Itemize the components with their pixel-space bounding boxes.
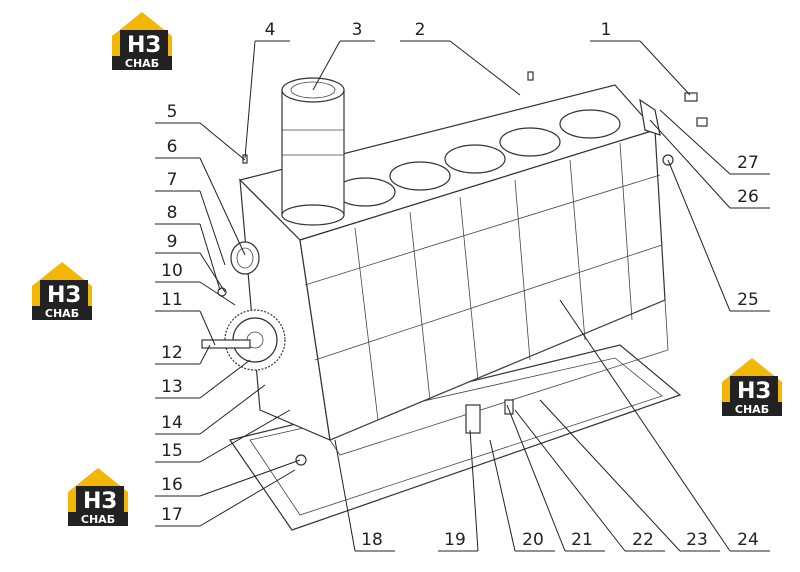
callout-leader-13	[199, 359, 251, 399]
callout-leader-23	[539, 399, 681, 552]
logo-mark: НЗ	[83, 489, 117, 514]
callout-leader-2	[449, 40, 521, 96]
logo-text: СНАБ	[45, 307, 79, 320]
callout-leader-6	[199, 157, 246, 256]
small-fittings	[217, 71, 708, 466]
callout-leader-16	[199, 459, 301, 497]
callout-leader-19	[469, 429, 479, 552]
logo-mark: НЗ	[737, 379, 771, 404]
callout-number-22: 22	[632, 530, 654, 550]
callout-leader-26	[649, 119, 731, 209]
callout-number-25: 25	[737, 290, 759, 310]
callout-leader-25	[667, 159, 731, 312]
callout-leader-20	[489, 439, 516, 552]
callout-leader-1	[639, 40, 691, 96]
callout-number-26: 26	[737, 187, 759, 207]
callout-number-10: 10	[161, 261, 183, 281]
callout-number-18: 18	[361, 530, 383, 550]
callout-leader-14	[199, 384, 266, 435]
callout-number-11: 11	[161, 290, 183, 310]
callout-number-15: 15	[161, 441, 183, 461]
callout-number-17: 17	[161, 505, 183, 525]
callout-number-14: 14	[161, 413, 183, 433]
callout-number-6: 6	[167, 137, 178, 157]
callout-number-12: 12	[161, 343, 183, 363]
callout-number-8: 8	[167, 203, 178, 223]
timing-gear	[201, 309, 286, 371]
callout-number-5: 5	[167, 102, 178, 122]
callout-leader-17	[199, 469, 296, 527]
logo-text: СНАБ	[125, 57, 159, 70]
callout-number-27: 27	[737, 153, 759, 173]
front-cover-seal	[230, 241, 260, 275]
callout-leader-15	[199, 409, 291, 463]
callout-number-19: 19	[444, 530, 466, 550]
callout-leader-27	[659, 109, 731, 175]
callout-number-16: 16	[161, 475, 183, 495]
logo-text: СНАБ	[81, 513, 115, 526]
callout-number-13: 13	[161, 377, 183, 397]
callout-leader-12	[199, 344, 211, 365]
callout-number-20: 20	[522, 530, 544, 550]
callout-number-21: 21	[571, 530, 593, 550]
logo-mark: НЗ	[47, 283, 81, 308]
callout-leader-10	[199, 281, 236, 306]
callout-leader-18	[334, 439, 356, 552]
callout-number-3: 3	[352, 20, 363, 40]
callout-number-24: 24	[737, 530, 759, 550]
callout-leaders	[155, 40, 770, 552]
callout-leader-7	[199, 190, 226, 266]
callout-leader-9	[199, 252, 226, 293]
callout-number-7: 7	[167, 170, 178, 190]
callout-leader-21	[506, 404, 566, 552]
logo-mark: НЗ	[127, 33, 161, 58]
callout-leader-22	[514, 409, 626, 552]
callout-leader-24	[559, 299, 731, 552]
cylinder-liner	[281, 77, 345, 226]
callout-number-1: 1	[601, 20, 612, 40]
logo-text: СНАБ	[735, 403, 769, 416]
callout-number-4: 4	[265, 20, 276, 40]
callout-number-2: 2	[415, 20, 426, 40]
callout-leader-5	[199, 122, 246, 161]
callout-number-9: 9	[167, 232, 178, 252]
callout-leader-4	[244, 40, 256, 159]
callout-leader-11	[199, 310, 216, 346]
callout-number-23: 23	[686, 530, 708, 550]
callout-leader-3	[312, 40, 341, 91]
